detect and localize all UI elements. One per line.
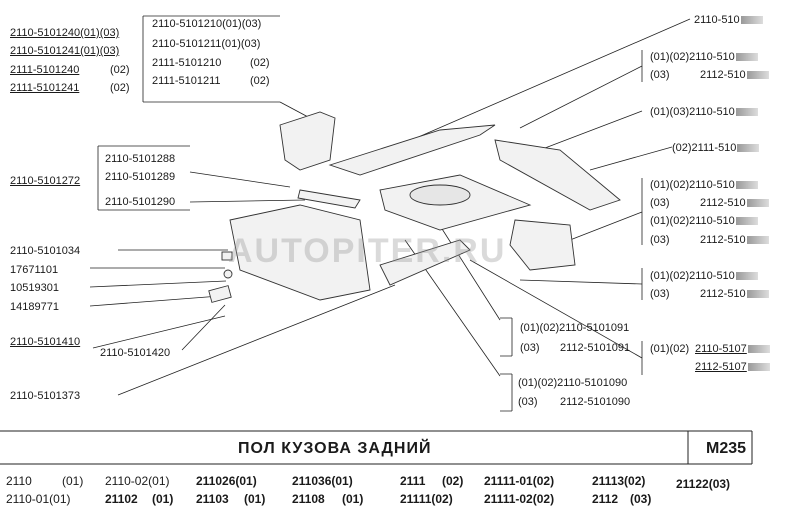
masked-digits xyxy=(746,290,769,299)
part-number[interactable]: 2112-510 xyxy=(700,197,769,209)
variant-note: (03) xyxy=(650,69,670,81)
masked-digits xyxy=(735,53,758,62)
variant-note: (02) xyxy=(110,82,130,94)
part-number[interactable]: 2110-5101240(01)(03) xyxy=(10,27,120,39)
part-number[interactable]: 2112-510 xyxy=(700,234,769,246)
floor-parts-drawing xyxy=(208,111,621,303)
model-label: 211036(01) xyxy=(292,474,353,488)
masked-digits xyxy=(746,199,769,208)
part-number[interactable]: 2112-510 xyxy=(700,288,769,300)
part-number[interactable]: 2111-5101241 xyxy=(10,82,80,94)
masked-digits xyxy=(740,16,763,25)
part-number[interactable]: (02)2111-510 xyxy=(672,142,760,154)
variant-note: (02) xyxy=(110,64,130,76)
part-spare-wheel-well xyxy=(229,204,371,301)
model-label: 21108 xyxy=(292,492,325,506)
masked-digits xyxy=(735,181,758,190)
masked-digits xyxy=(735,217,758,226)
part-number[interactable]: 2110-5101272 xyxy=(10,175,81,187)
variant-note: (01)(02) xyxy=(650,343,690,355)
model-label: 21103 xyxy=(196,492,229,506)
part-number[interactable]: 2111-5101210 xyxy=(152,57,222,69)
masked-digits xyxy=(746,236,769,245)
part-number[interactable]: 2112-510 xyxy=(700,69,769,81)
model-label: 21102 xyxy=(105,492,138,506)
part-number[interactable]: 14189771 xyxy=(10,301,59,313)
model-label: 21113(02) xyxy=(592,474,646,488)
box1-bracket xyxy=(142,15,280,103)
part-number[interactable]: 2111-5101240 xyxy=(10,64,80,76)
part-number[interactable]: 2110-5101288 xyxy=(105,153,176,165)
model-label: (03) xyxy=(630,492,652,506)
variant-note: (02) xyxy=(250,57,270,69)
variant-note: (03) xyxy=(650,197,670,209)
variant-note: (02) xyxy=(250,75,270,87)
model-label: (01) xyxy=(244,492,266,506)
part-number[interactable]: 2110-5101410 xyxy=(10,336,81,348)
part-number[interactable]: (01)(03)2110-510 xyxy=(650,106,758,118)
variant-note: (03) xyxy=(650,288,670,300)
masked-digits xyxy=(735,108,758,117)
masked-digits xyxy=(737,144,760,153)
model-label: 21111-01(02) xyxy=(484,474,555,488)
part-number[interactable]: 10519301 xyxy=(10,282,59,294)
masked-digits xyxy=(746,71,769,80)
masked-digits xyxy=(747,363,770,372)
page-title: ПОЛ КУЗОВА ЗАДНИЙ xyxy=(238,440,432,457)
part-number[interactable]: (01)(02)2110-510 xyxy=(650,51,758,63)
model-label: (02) xyxy=(442,474,464,488)
part-number[interactable]: 2110-5101290 xyxy=(105,196,176,208)
part-rear-panel xyxy=(494,139,621,211)
masked-digits xyxy=(735,272,758,281)
model-label: 2112 xyxy=(592,492,619,506)
part-number[interactable]: 2112-5101091 xyxy=(560,342,631,354)
masked-digits xyxy=(747,345,770,354)
variant-note: (03) xyxy=(520,342,540,354)
model-label: 2110 xyxy=(6,474,32,488)
model-label: 2110-02(01) xyxy=(105,474,170,488)
variant-note: (03) xyxy=(518,396,538,408)
part-wheel-arch-left xyxy=(279,111,336,171)
part-number[interactable]: 17671101 xyxy=(10,264,59,276)
part-number[interactable]: 2110-510 xyxy=(694,14,763,26)
model-label: (01) xyxy=(62,474,84,488)
part-number[interactable]: 2110-5101289 xyxy=(105,171,176,183)
model-label: 21111-02(02) xyxy=(484,492,555,506)
part-wheel-arch-right xyxy=(509,219,576,271)
part-number[interactable]: 2110-5101373 xyxy=(10,390,81,402)
model-label: 211026(01) xyxy=(196,474,257,488)
part-number[interactable]: (01)(02)2110-5101091 xyxy=(520,322,630,334)
model-label: (01) xyxy=(152,492,174,506)
part-number[interactable]: 2110-5101210(01)(03) xyxy=(152,18,262,30)
model-label: 21111(02) xyxy=(400,492,453,506)
model-label: (01) xyxy=(342,492,364,506)
part-cross-member xyxy=(328,124,496,176)
model-label: 21122(03) xyxy=(676,477,731,491)
diagram-code: M235 xyxy=(706,440,747,457)
part-number[interactable]: 2110-5101034 xyxy=(10,245,81,257)
part-number[interactable]: (01)(02)2110-510 xyxy=(650,215,758,227)
part-number[interactable]: (01)(02)2110-5101090 xyxy=(518,377,628,389)
part-number[interactable]: 2110-5101241(01)(03) xyxy=(10,45,120,57)
variant-note: (03) xyxy=(650,234,670,246)
part-number[interactable]: 2110-5107 xyxy=(695,343,770,355)
part-number[interactable]: 2112-5107 xyxy=(695,361,770,373)
part-number[interactable]: 2112-5101090 xyxy=(560,396,631,408)
watermark: AUTOPITER.RU xyxy=(228,232,507,270)
part-number[interactable]: 2111-5101211 xyxy=(152,75,221,87)
part-number[interactable]: 2110-5101211(01)(03) xyxy=(152,38,261,50)
part-number[interactable]: 2110-5101420 xyxy=(100,347,171,359)
model-label: 2111 xyxy=(400,474,426,488)
part-number[interactable]: (01)(02)2110-510 xyxy=(650,179,758,191)
part-number[interactable]: (01)(02)2110-510 xyxy=(650,270,758,282)
model-label: 2110-01(01) xyxy=(6,492,71,506)
